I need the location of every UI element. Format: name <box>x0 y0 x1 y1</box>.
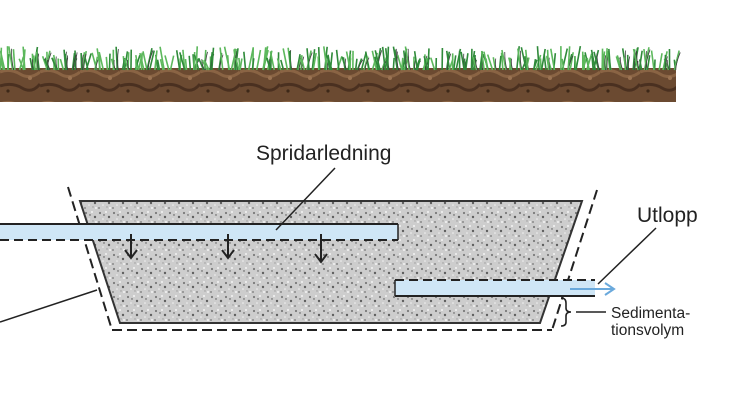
grass-blade <box>37 52 38 70</box>
grass-blade <box>551 49 555 70</box>
grass-blade <box>625 57 626 70</box>
grass-blade <box>225 47 230 70</box>
outlet-pipe <box>395 280 614 296</box>
grass-blade <box>466 53 468 70</box>
grass-blade <box>541 58 542 70</box>
grass-blade <box>454 55 456 70</box>
soil-layer <box>0 68 676 102</box>
grass-blade <box>659 53 662 70</box>
grass-blade <box>147 48 152 70</box>
grass-blade <box>81 53 82 70</box>
grass-blade <box>428 48 429 70</box>
grass-blade <box>212 48 214 70</box>
grass-blade <box>186 59 187 70</box>
grass-outline <box>605 55 606 70</box>
label-spridarledning: Spridarledning <box>256 142 391 165</box>
grass-blade <box>652 51 654 70</box>
grass-blade <box>7 46 8 70</box>
grass-blade <box>318 56 319 70</box>
sedimentation-brace <box>561 298 571 326</box>
grass-blade <box>170 56 173 70</box>
label-utlopp: Utlopp <box>637 204 698 227</box>
grass-blade <box>488 55 493 70</box>
grass-outline <box>345 59 346 70</box>
grass-blade <box>257 50 261 70</box>
grass-blade <box>544 54 546 70</box>
grass-blade <box>402 58 403 70</box>
grass-blade <box>603 54 604 70</box>
grass-outline <box>67 55 68 70</box>
grass-blade <box>13 49 14 70</box>
grass-blade <box>194 52 195 70</box>
grass-outline <box>118 49 119 70</box>
grass-blade <box>500 56 501 70</box>
grass-blade <box>290 51 291 70</box>
grass-blade <box>189 56 190 70</box>
grass-blade <box>116 47 117 70</box>
utlopp-leader <box>598 228 656 284</box>
grass-outline <box>628 56 629 70</box>
grass-blade <box>548 50 549 70</box>
trench <box>68 187 597 330</box>
grass-layer <box>0 46 680 70</box>
grass-blade <box>337 50 339 70</box>
grass-blade <box>109 54 110 70</box>
grass-blade <box>576 46 580 70</box>
grass-blade <box>244 52 246 70</box>
label-sedimentation-line1: Sedimenta- <box>611 305 690 322</box>
label-sedimentation-line2: tionsvolym <box>611 322 684 339</box>
grass-blade <box>675 51 679 70</box>
distribution-pipe <box>0 224 398 240</box>
ground-surface <box>0 46 680 102</box>
grass-blade <box>165 55 169 70</box>
gravel-bed <box>80 201 582 323</box>
grass-blade <box>106 57 107 70</box>
grass-blade <box>177 50 180 70</box>
geotextile-leader <box>0 290 97 322</box>
grass-blade <box>283 48 287 70</box>
grass-blade <box>393 58 394 70</box>
